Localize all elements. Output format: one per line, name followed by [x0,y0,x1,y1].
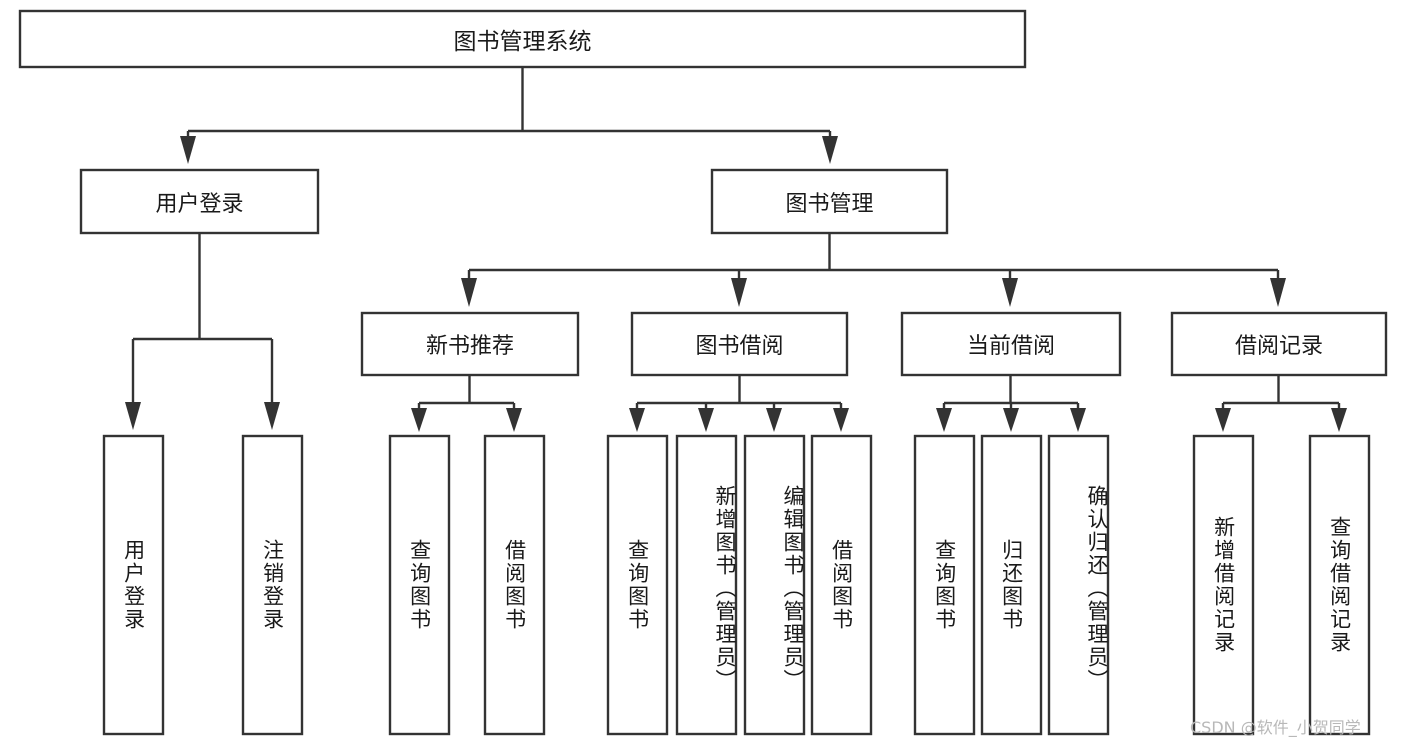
csdn-watermark: CSDN @软件_小贺同学 [1190,718,1361,737]
arrow-to-user-login [180,136,196,164]
arrow-to-leaf-user-login [125,402,141,430]
leaf-label-cb-confirm-return: 确认归还（管理员） [1049,436,1109,734]
label-book-manage: 图书管理 [712,170,947,233]
leaf-label-bb-query-book-text: 查询图书 [625,539,650,631]
node-root-box[interactable] [18,9,1027,69]
leaf-box-bb-edit-book[interactable] [743,434,806,736]
label-new-book-recommend-text: 新书推荐 [425,334,514,359]
leaf-label-bb-add-book: 新增图书（管理员） [677,436,737,734]
leaf-box-bb-query-book[interactable] [606,434,669,736]
node-new-book-recommend-box[interactable] [360,311,580,377]
arrow-to-leaf-cb-confirm [1070,408,1086,432]
leaf-label-br-add-record: 新增借阅记录 [1194,436,1253,734]
leaf-label-cb-query-book: 查询图书 [915,436,974,734]
arrow-to-leaf-nbr-query [411,408,427,432]
leaf-label-bb-borrow-book-text: 借阅图书 [829,539,854,631]
leaf-box-cb-confirm-return[interactable] [1047,434,1110,736]
node-book-borrow-box[interactable] [630,311,849,377]
leaf-label-bb-add-book-text: 新增图书（管理员） [713,484,737,692]
leaf-label-cb-query-book-text: 查询图书 [932,539,957,631]
arrow-to-current-borrow [1002,278,1018,307]
arrow-to-leaf-nbr-borrow [506,408,522,432]
node-book-manage-box[interactable] [710,168,949,235]
leaf-label-nbr-query-book: 查询图书 [390,436,449,734]
leaf-box-nbr-borrow-book[interactable] [483,434,546,736]
arrow-to-book-borrow [731,278,747,307]
arrow-to-leaf-logout [264,402,280,430]
label-borrow-record-text: 借阅记录 [1234,334,1323,359]
label-user-login: 用户登录 [81,170,318,233]
label-borrow-record: 借阅记录 [1172,313,1386,375]
arrow-to-leaf-cb-return [1003,408,1019,432]
arrow-to-borrow-record [1270,278,1286,307]
arrow-to-leaf-br-add [1215,408,1231,432]
leaf-label-bb-query-book: 查询图书 [608,436,667,734]
leaf-label-bb-edit-book: 编辑图书（管理员） [745,436,805,734]
label-root: 图书管理系统 [20,11,1025,67]
leaf-label-br-add-record-text: 新增借阅记录 [1211,516,1236,654]
arrow-to-leaf-br-query [1331,408,1347,432]
label-book-borrow-text: 图书借阅 [695,334,784,359]
arrow-to-book-manage [822,136,838,164]
arrow-to-leaf-bb-borrow [833,408,849,432]
leaf-label-br-query-record: 查询借阅记录 [1310,436,1369,734]
leaf-box-user-login[interactable] [102,434,165,736]
leaf-box-cb-query-book[interactable] [913,434,976,736]
leaf-label-cb-return-book-text: 归还图书 [999,539,1024,631]
node-user-login-box[interactable] [79,168,320,235]
leaf-label-cb-confirm-return-text: 确认归还（管理员） [1085,484,1109,692]
leaf-label-nbr-borrow-book-text: 借阅图书 [502,539,527,631]
arrow-to-new-book-recommend [461,278,477,307]
leaf-label-nbr-query-book-text: 查询图书 [407,539,432,631]
leaf-box-nbr-query-book[interactable] [388,434,451,736]
leaf-label-user-login: 用户登录 [104,436,163,734]
leaf-box-bb-add-book[interactable] [675,434,738,736]
leaf-label-nbr-borrow-book: 借阅图书 [485,436,544,734]
arrow-to-leaf-bb-edit [766,408,782,432]
arrow-to-leaf-bb-query [629,408,645,432]
label-user-login-text: 用户登录 [155,191,244,217]
label-current-borrow-text: 当前借阅 [966,334,1055,359]
leaf-label-br-query-record-text: 查询借阅记录 [1327,516,1352,654]
leaf-label-logout-text: 注销登录 [260,539,285,631]
label-book-borrow: 图书借阅 [632,313,847,375]
leaf-box-br-query-record[interactable] [1308,434,1371,736]
node-current-borrow-box[interactable] [900,311,1122,377]
label-new-book-recommend: 新书推荐 [362,313,578,375]
leaf-label-logout: 注销登录 [243,436,302,734]
leaf-label-cb-return-book: 归还图书 [982,436,1041,734]
leaf-box-logout[interactable] [241,434,304,736]
leaf-label-bb-edit-book-text: 编辑图书（管理员） [781,484,805,692]
label-root-text: 图书管理系统 [453,29,592,55]
leaf-box-br-add-record[interactable] [1192,434,1255,736]
label-book-manage-text: 图书管理 [785,191,874,217]
leaf-box-bb-borrow-book[interactable] [810,434,873,736]
leaf-label-bb-borrow-book: 借阅图书 [812,436,871,734]
leaf-box-cb-return-book[interactable] [980,434,1043,736]
arrow-to-leaf-bb-add [698,408,714,432]
label-current-borrow: 当前借阅 [902,313,1120,375]
arrow-to-leaf-cb-query [936,408,952,432]
leaf-label-user-login-text: 用户登录 [121,539,146,631]
